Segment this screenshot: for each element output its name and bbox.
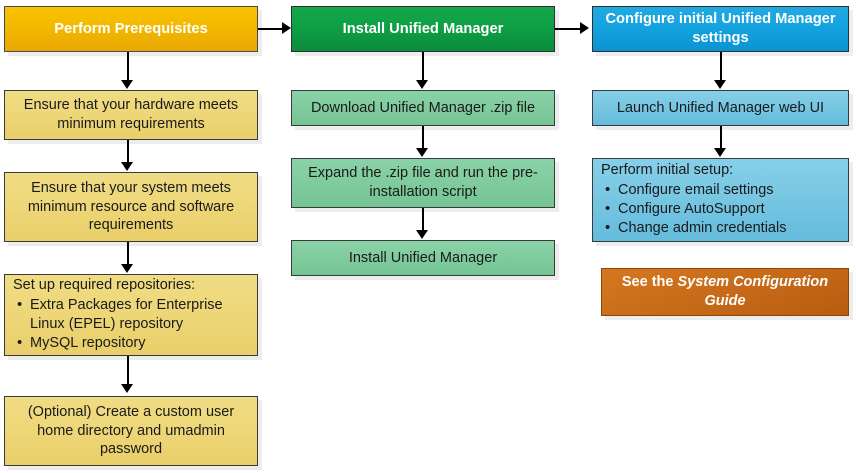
step-custom-user-home-directory-label: (Optional) Create a custom user home dir… <box>27 404 235 458</box>
step-system-resource-requirements-label: Ensure that your system meets minimum re… <box>27 180 235 234</box>
note-emphasis: System Configuration Guide <box>677 274 829 309</box>
stage-install-unified-manager[interactable]: Install Unified Manager <box>291 6 555 52</box>
arrowhead-col2-step1 <box>416 80 428 89</box>
connector-col1-step1-to-step2 <box>127 140 129 164</box>
stage-perform-prerequisites-label: Perform Prerequisites <box>54 20 208 37</box>
stage-install-unified-manager-label: Install Unified Manager <box>342 20 504 37</box>
list-item: Configure AutoSupport <box>605 199 842 219</box>
list-item: Change admin credentials <box>605 218 842 238</box>
arrowhead-col2-to-col3 <box>580 22 589 34</box>
note-system-configuration-guide[interactable]: See the System Configuration Guide <box>601 268 849 316</box>
connector-col2-stage-to-step1 <box>422 52 424 82</box>
connector-col3-step1-to-step2 <box>720 126 722 150</box>
step-custom-user-home-directory[interactable]: (Optional) Create a custom user home dir… <box>4 396 258 466</box>
arrowhead-col1-step2 <box>121 162 133 171</box>
connector-col2-to-col3 <box>555 28 582 30</box>
arrowhead-col1-to-col2 <box>282 22 291 34</box>
step-hardware-requirements-label: Ensure that your hardware meets minimum … <box>23 97 239 132</box>
arrowhead-col2-step3 <box>416 230 428 239</box>
step-perform-initial-setup-bullets: Configure email settings Configure AutoS… <box>601 180 842 239</box>
list-item: Configure email settings <box>605 180 842 200</box>
step-download-zip-file[interactable]: Download Unified Manager .zip file <box>291 90 555 126</box>
connector-col1-step3-to-step4 <box>127 356 129 386</box>
step-launch-web-ui-label: Launch Unified Manager web UI <box>616 99 825 116</box>
step-perform-initial-setup[interactable]: Perform initial setup: Configure email s… <box>592 158 849 242</box>
step-install-unified-manager-label: Install Unified Manager <box>348 249 498 266</box>
connector-col2-step1-to-step2 <box>422 126 424 150</box>
arrowhead-col1-step3 <box>121 264 133 273</box>
connector-col1-stage-to-step1 <box>127 52 129 82</box>
connector-col3-stage-to-step1 <box>720 52 722 82</box>
arrowhead-col1-step1 <box>121 80 133 89</box>
step-perform-initial-setup-heading: Perform initial setup: <box>601 162 734 179</box>
stage-perform-prerequisites[interactable]: Perform Prerequisites <box>4 6 258 52</box>
connector-col1-to-col2 <box>258 28 284 30</box>
stage-configure-initial-settings[interactable]: Configure initial Unified Manager settin… <box>592 6 849 52</box>
step-launch-web-ui[interactable]: Launch Unified Manager web UI <box>592 90 849 126</box>
step-hardware-requirements[interactable]: Ensure that your hardware meets minimum … <box>4 90 258 140</box>
step-expand-zip-run-preinstall-script[interactable]: Expand the .zip file and run the pre-ins… <box>291 158 555 208</box>
step-required-repositories-bullets: Extra Packages for Enterprise Linux (EPE… <box>13 295 251 354</box>
arrowhead-col3-step1 <box>714 80 726 89</box>
step-install-unified-manager[interactable]: Install Unified Manager <box>291 240 555 276</box>
step-download-zip-file-label: Download Unified Manager .zip file <box>310 99 536 116</box>
stage-configure-initial-settings-label: Configure initial Unified Manager settin… <box>605 11 836 46</box>
connector-col2-step2-to-step3 <box>422 208 424 232</box>
step-expand-zip-run-preinstall-script-label: Expand the .zip file and run the pre-ins… <box>308 165 538 200</box>
arrowhead-col2-step2 <box>416 148 428 157</box>
step-required-repositories-heading: Set up required repositories: <box>13 277 196 294</box>
connector-col1-step2-to-step3 <box>127 242 129 266</box>
step-system-resource-requirements[interactable]: Ensure that your system meets minimum re… <box>4 172 258 242</box>
list-item: Extra Packages for Enterprise Linux (EPE… <box>17 295 251 335</box>
arrowhead-col1-step4 <box>121 384 133 393</box>
step-required-repositories[interactable]: Set up required repositories: Extra Pack… <box>4 274 258 356</box>
note-prefix: See the <box>621 274 678 291</box>
list-item: MySQL repository <box>17 333 251 353</box>
arrowhead-col3-step2 <box>714 148 726 157</box>
